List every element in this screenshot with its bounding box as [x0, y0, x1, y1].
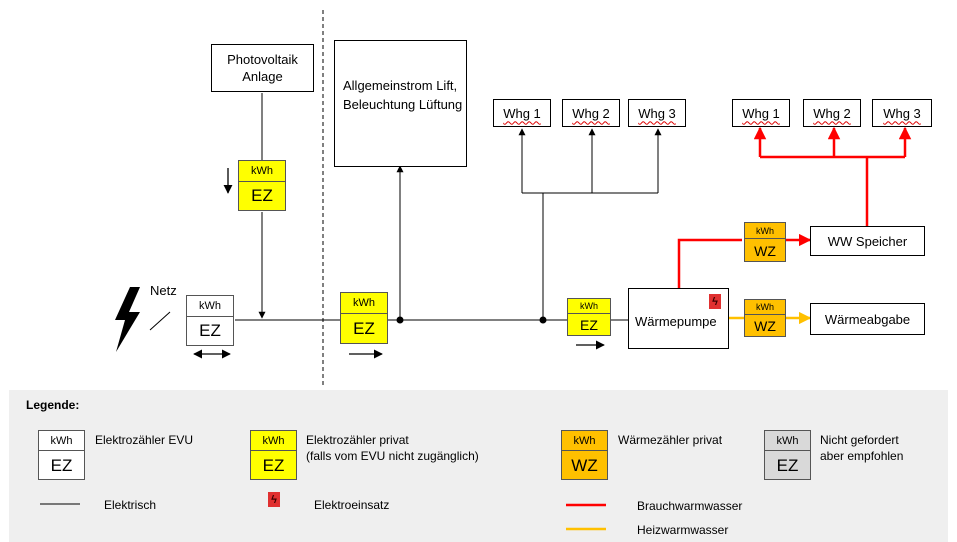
elektroeinsatz-icon: ϟ — [709, 294, 721, 309]
ez-pv-meter: kWh EZ — [238, 160, 286, 211]
whg-right-2: Whg 2 — [803, 99, 861, 127]
whg-label: Whg 2 — [813, 105, 851, 121]
meter-type: EZ — [353, 319, 375, 338]
ww-speicher-box: WW Speicher — [810, 226, 925, 256]
legend-evu-label: Elektrozähler EVU — [95, 433, 194, 447]
ez-evu-meter: kWh EZ — [186, 295, 234, 346]
meter-unit: kWh — [251, 431, 296, 452]
legend-wz-label: Wärmezähler privat — [618, 433, 723, 447]
meter-type: EZ — [251, 186, 273, 206]
meter-unit: kWh — [745, 223, 785, 240]
legend-elektrisch-label: Elektrisch — [104, 498, 157, 512]
whg-label: Whg 2 — [572, 105, 610, 121]
ez-waermepumpe-meter: kWh EZ — [567, 298, 611, 336]
meter-unit: kWh — [562, 431, 607, 452]
meter-unit: kWh — [39, 431, 84, 452]
whg-right-1: Whg 1 — [732, 99, 790, 127]
meter-unit: kWh — [239, 161, 285, 182]
whg-left-2: Whg 2 — [562, 99, 620, 127]
pv-box: Photovoltaik Anlage — [211, 44, 314, 92]
legend-wz-meter: kWh WZ — [561, 430, 608, 480]
meter-unit: kWh — [341, 293, 387, 314]
netz-label: Netz — [150, 283, 177, 298]
waermepumpe-label: Wärmepumpe — [635, 314, 717, 329]
meter-type: EZ — [776, 455, 799, 475]
whg-right-3: Whg 3 — [872, 99, 932, 127]
whg-left-1: Whg 1 — [493, 99, 551, 127]
meter-unit: kWh — [765, 431, 810, 452]
pv-label: Photovoltaik Anlage — [227, 52, 298, 84]
junction-dot — [396, 316, 404, 324]
waermeabgabe-box: Wärmeabgabe — [810, 303, 925, 335]
legend-grey-label-2: aber empfohlen — [820, 449, 904, 463]
junction-dot — [539, 316, 547, 324]
legend-heiz-label: Heizwarmwasser — [637, 523, 729, 537]
meter-unit: kWh — [568, 299, 610, 315]
legend-title: Legende: — [26, 398, 80, 412]
whg-label: Whg 1 — [503, 105, 541, 121]
netz-link — [149, 311, 171, 331]
meter-type: EZ — [199, 321, 221, 341]
ez-allgemein-meter: kWh EZ — [340, 292, 388, 344]
brauchwarmwasser-pipe — [677, 238, 742, 288]
meter-type: EZ — [262, 455, 285, 475]
legend-grey-meter: kWh EZ — [764, 430, 811, 480]
meter-type: EZ — [50, 455, 73, 475]
whg-label: Whg 1 — [742, 105, 780, 121]
ww-speicher-label: WW Speicher — [827, 233, 908, 249]
legend-elektroeinsatz-icon: ϟ — [268, 492, 280, 507]
whg-label: Whg 3 — [883, 105, 921, 121]
legend-priv-label-2: (falls vom EVU nicht zugänglich) — [306, 449, 479, 463]
meter-type: WZ — [571, 455, 598, 475]
legend-priv-label-1: Elektrozähler privat — [306, 433, 409, 447]
wz-brauchwasser-meter: kWh WZ — [744, 222, 786, 262]
lightning-bolt-icon — [115, 287, 140, 352]
legend-brauch-label: Brauchwarmwasser — [637, 499, 743, 513]
wz-heizung-meter: kWh WZ — [744, 299, 786, 337]
whg-label: Whg 3 — [638, 105, 676, 121]
legend-insert-label: Elektroeinsatz — [314, 498, 390, 512]
legend-ez-evu-meter: kWh EZ — [38, 430, 85, 480]
meter-unit: kWh — [745, 300, 785, 316]
meter-type: EZ — [580, 317, 598, 334]
meter-type: WZ — [754, 318, 776, 335]
meter-unit: kWh — [187, 296, 233, 317]
whg-left-3: Whg 3 — [628, 99, 686, 127]
meter-type: WZ — [754, 242, 776, 259]
allgemeinstrom-box: Allgemeinstrom Lift, Beleuchtung Lüftung — [334, 40, 467, 167]
waermeabgabe-label: Wärmeabgabe — [824, 311, 911, 327]
waermepumpe-box: ϟ Wärmepumpe — [628, 288, 729, 349]
allgemeinstrom-label: Allgemeinstrom Lift, Beleuchtung Lüftung — [343, 78, 463, 112]
legend-grey-label-1: Nicht gefordert — [820, 433, 899, 447]
legend-ez-privat-meter: kWh EZ — [250, 430, 297, 480]
